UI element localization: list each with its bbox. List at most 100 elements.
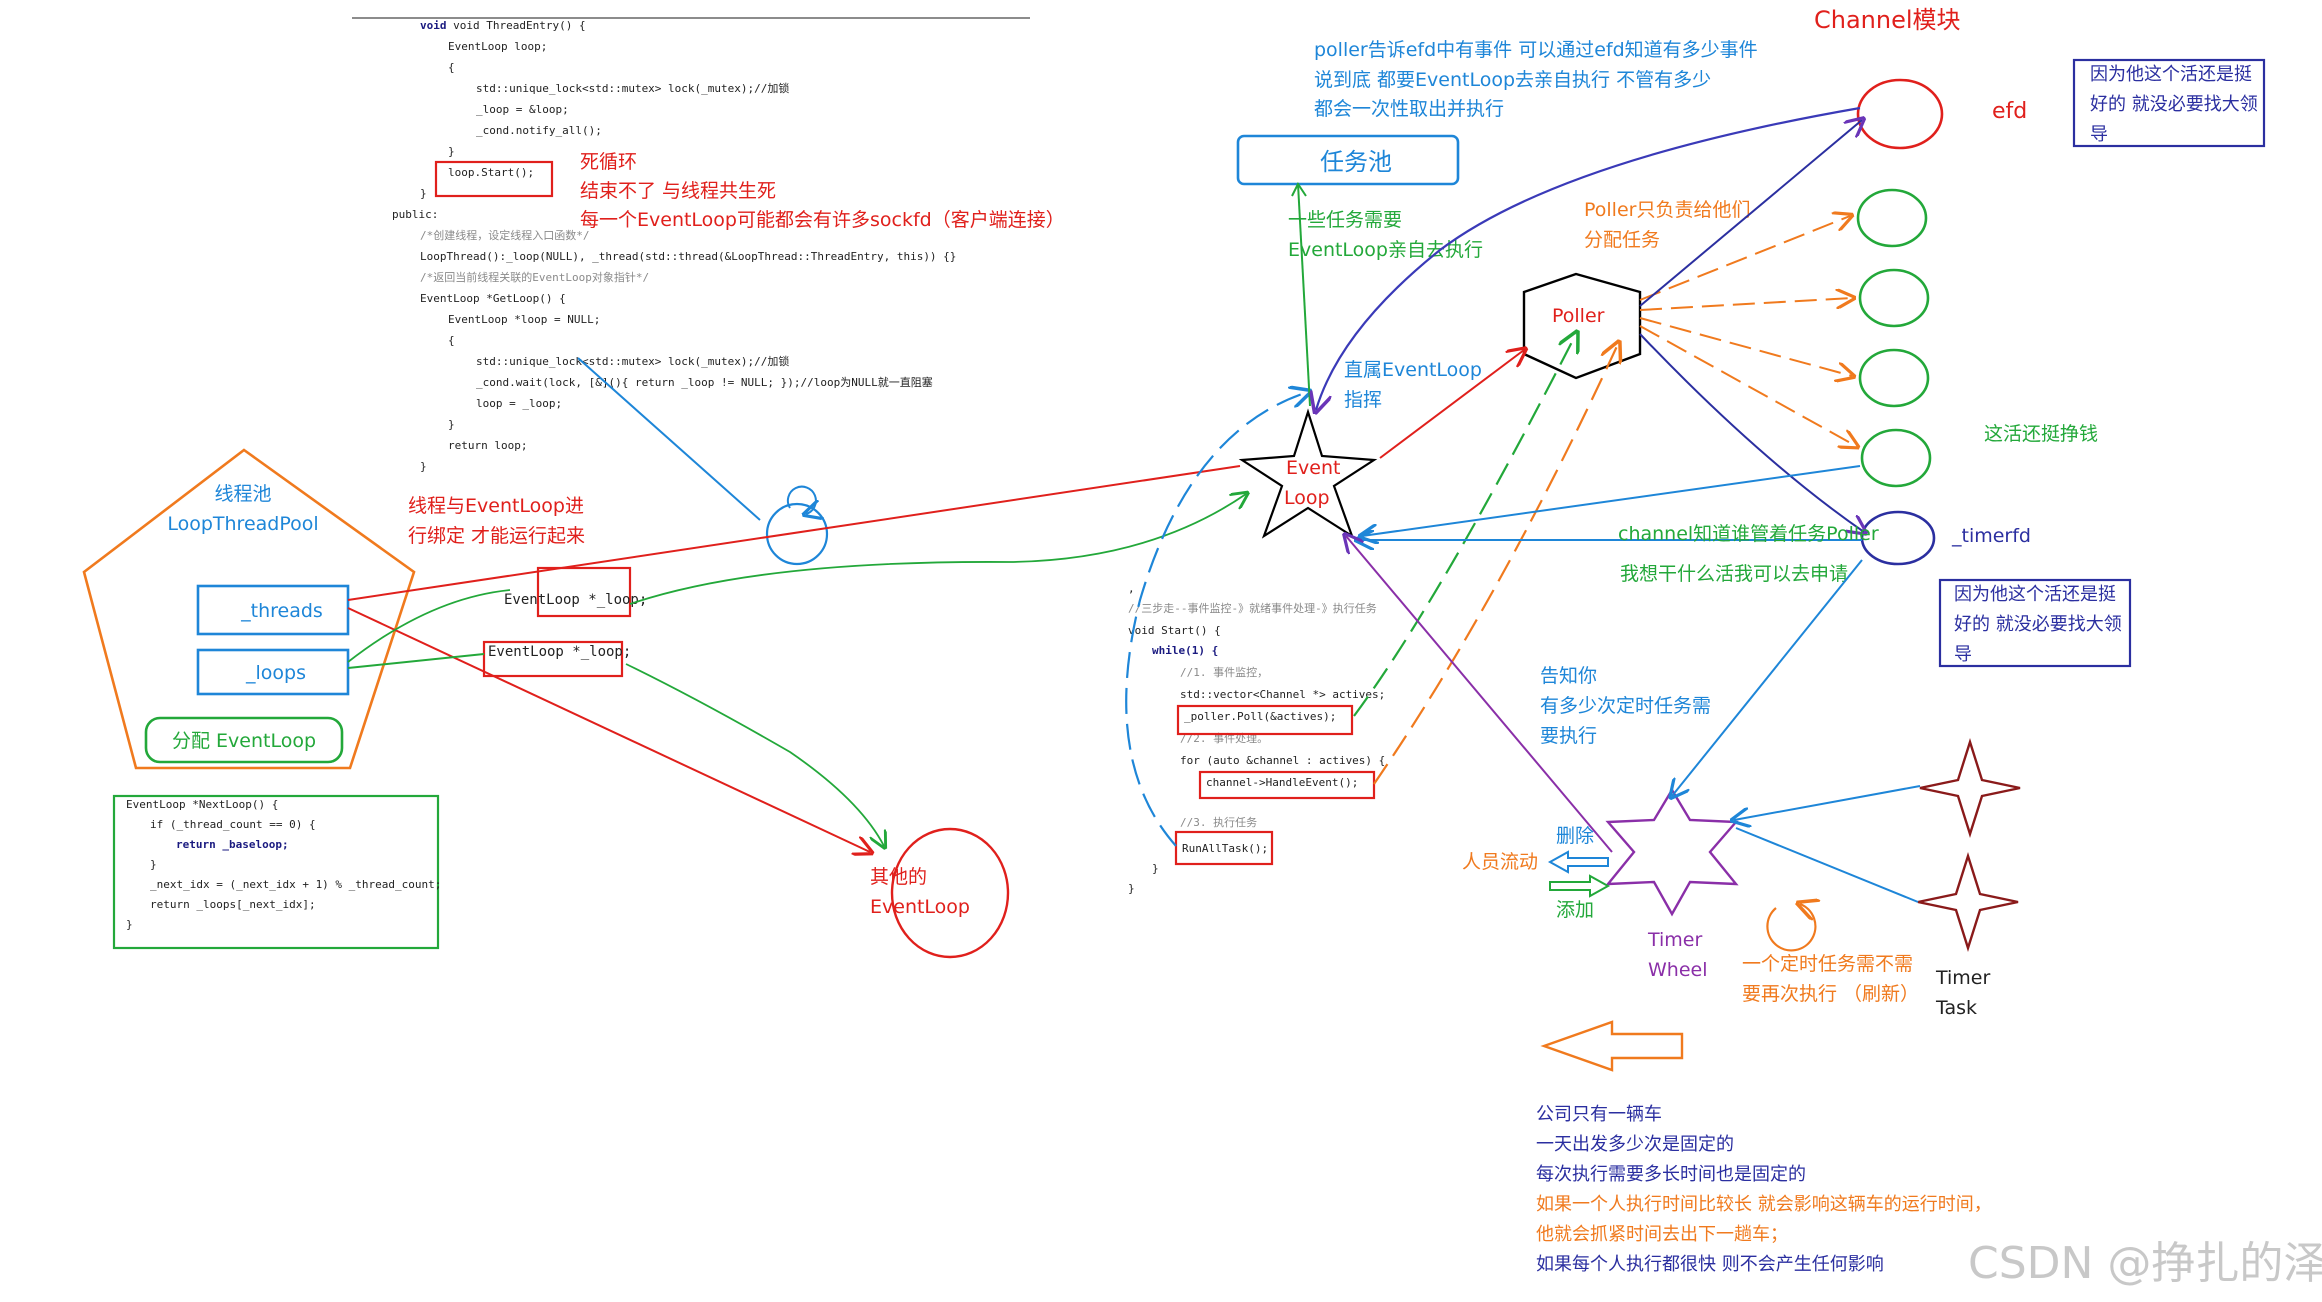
direct-eventloop-note-2: 指挥 [1344, 389, 1382, 411]
svg-text:LoopThread():_loop(NULL), _thr: LoopThread():_loop(NULL), _thread(std::t… [420, 250, 956, 263]
bind-note-2: 行绑定 才能运行起来 [408, 525, 585, 547]
timer-task-2-to-wheel [1735, 827, 1919, 903]
svg-text:for (auto &channel : actives): for (auto &channel : actives) { [1180, 754, 1385, 767]
tell-note: 告知你 [1540, 665, 1597, 687]
csdn-watermark: CSDN @挣扎的泽 [1968, 1238, 2322, 1289]
channel-circle-2 [1858, 268, 1930, 328]
timerfd-to-timer-wheel [1672, 559, 1863, 796]
svg-text:return _loops[_next_idx];: return _loops[_next_idx]; [150, 898, 316, 911]
svg-text:std::unique_lock<std::mutex> l: std::unique_lock<std::mutex> lock(_mutex… [476, 354, 789, 368]
loops-to-ptr-line [347, 653, 485, 669]
svg-text:}: } [1152, 862, 1159, 875]
svg-text:/*创建线程，设定线程入口函数*/: /*创建线程，设定线程入口函数*/ [420, 228, 590, 242]
poller-poll-highlight [1176, 704, 1354, 736]
timer-wheel-label: Timer [1647, 929, 1702, 951]
loops-to-ptr-curve [347, 589, 511, 663]
code-thread-entry: void void ThreadEntry() { EventLoop loop… [392, 19, 956, 473]
next-loop-code-box [112, 794, 440, 950]
eventloop-ptr-1: EventLoop *_loop; [504, 592, 647, 608]
some-tasks-note-2: EventLoop亲自去执行 [1288, 239, 1483, 261]
svg-text:std::unique_lock<std::mutex> l: std::unique_lock<std::mutex> lock(_mutex… [476, 81, 789, 95]
svg-text:}: } [448, 145, 455, 158]
svg-text:RunAllTask();: RunAllTask(); [1182, 842, 1268, 855]
poller-efd-note-2: 说到底 都要EventLoop去亲自执行 不管有多少 [1314, 69, 1711, 91]
svg-text:return loop;: return loop; [448, 439, 527, 452]
timer-task-star-1 [1919, 738, 2021, 838]
svg-text:,: , [1128, 582, 1135, 595]
handle-event-highlight [1198, 770, 1376, 800]
tell-note-2: 有多少次定时任务需 [1540, 695, 1711, 717]
svg-text:return _baseloop;: return _baseloop; [176, 838, 289, 851]
svg-text:EventLoop *loop = NULL;: EventLoop *loop = NULL; [448, 313, 600, 326]
poller-efd-note-3: 都会一次性取出并执行 [1314, 98, 1504, 120]
bottom-note-4: 如果一个人执行时间比较长 就会影响这辆车的运行时间， [1536, 1194, 1992, 1215]
delete-label: 删除 [1556, 825, 1594, 847]
timer-task-star-2 [1917, 852, 2019, 952]
ptr-to-other-eventloop-curve [625, 663, 884, 846]
assign-eventloop-label: 分配 EventLoop [172, 730, 316, 752]
svg-text:loop = _loop;: loop = _loop; [476, 397, 562, 410]
svg-text:_poller.Poll(&actives);: _poller.Poll(&actives); [1184, 710, 1336, 723]
channel-circle-4 [1860, 428, 1932, 488]
timer-wheel-star [1605, 787, 1739, 917]
poller-to-channel-3 [1639, 317, 1852, 376]
svg-text:}: } [420, 187, 427, 200]
navy-note-box-1 [2072, 58, 2266, 148]
svg-text:_cond.notify_all();: _cond.notify_all(); [476, 124, 602, 137]
svg-text:EventLoop loop;: EventLoop loop; [448, 40, 547, 53]
tell-note-3: 要执行 [1540, 725, 1597, 747]
loops-label: _loops [245, 662, 306, 684]
delete-arrow-icon [1547, 850, 1609, 874]
bottom-note-2: 一天出发多少次是固定的 [1536, 1134, 1734, 1155]
channel-circle-1 [1856, 188, 1928, 248]
svg-text:void void ThreadEntry() {: void void ThreadEntry() { [420, 19, 586, 32]
svg-text:/*返回当前线程关联的EventLoop对象指针*/: /*返回当前线程关联的EventLoop对象指针*/ [420, 270, 649, 284]
svg-text:_loop = &loop;: _loop = &loop; [476, 103, 569, 116]
navy-note-2: 因为他这个活还是挺 [1954, 584, 2116, 605]
svg-text:void Start() {: void Start() { [1128, 624, 1221, 637]
task-pool-label: 任务池 [1320, 148, 1392, 176]
svg-text:_next_idx = (_next_idx + 1) %: _next_idx = (_next_idx + 1) % _thread_co… [150, 878, 441, 891]
timerfd-channel-circle [1860, 510, 1936, 566]
loops-box [196, 648, 350, 696]
poll-to-poller-dashed [1353, 334, 1576, 717]
thread-pool-title: 线程池 [214, 483, 271, 505]
threads-box [196, 584, 350, 636]
code-to-thread-line [577, 357, 761, 521]
threads-label: _threads [240, 600, 323, 622]
ptr-to-eventloop-curve [629, 494, 1246, 605]
svg-text:{: { [448, 334, 455, 347]
task-pool-arrowhead [1291, 182, 1307, 197]
apply-note: 我想干什么活我可以去申请 [1620, 563, 1848, 585]
svg-text://1. 事件监控，: //1. 事件监控， [1180, 665, 1268, 679]
thread-pool-pentagon [82, 448, 416, 770]
eventloop-label-2: Loop [1284, 487, 1330, 509]
task-pool-box [1236, 134, 1460, 186]
svg-text:channel->HandleEvent();: channel->HandleEvent(); [1206, 776, 1358, 789]
refresh-cycle-icon [1766, 904, 1815, 952]
navy-note-box-2 [1938, 578, 2132, 668]
svg-text:_cond.wait(lock, [&](){ return: _cond.wait(lock, [&](){ return _loop != … [476, 375, 933, 389]
refresh-note-2: 要再次执行 （刷新） [1742, 983, 1919, 1005]
earn-money-note: 这活还挺挣钱 [1984, 423, 2098, 445]
loop-start-highlight [434, 160, 554, 198]
add-label: 添加 [1556, 899, 1594, 921]
navy-note-2-c: 导 [1954, 644, 1972, 665]
eventloop-label: Event [1286, 457, 1340, 479]
runalltask-to-eventloop-dashed [1125, 392, 1308, 847]
svg-text:EventLoop *GetLoop() {: EventLoop *GetLoop() { [420, 292, 566, 305]
timer-task-label-2: Task [1935, 997, 1977, 1019]
dead-loop-note-3: 每一个EventLoop可能都会有许多sockfd（客户端连接） [580, 209, 1065, 231]
svg-text:public:: public: [392, 208, 438, 221]
eventloop-ptr-2: EventLoop *_loop; [488, 644, 631, 660]
poller-to-channel-1 [1639, 216, 1850, 301]
channel-circle-3 [1858, 348, 1930, 408]
svg-text:std::vector<Channel *> actives: std::vector<Channel *> actives; [1180, 688, 1385, 701]
threads-to-other-eventloop-line [347, 607, 870, 852]
channel-4-to-eventloop [1362, 465, 1861, 536]
poller-efd-note: poller告诉efd中有事件 可以通过efd知道有多少事件 [1314, 39, 1758, 61]
code-next-loop: EventLoop *NextLoop() { if (_thread_coun… [126, 798, 441, 931]
handle-event-to-poller-dashed [1373, 344, 1618, 785]
code-start: , //三步走--事件监控-》就绪事件处理-》执行任务 void Start()… [1128, 582, 1385, 895]
